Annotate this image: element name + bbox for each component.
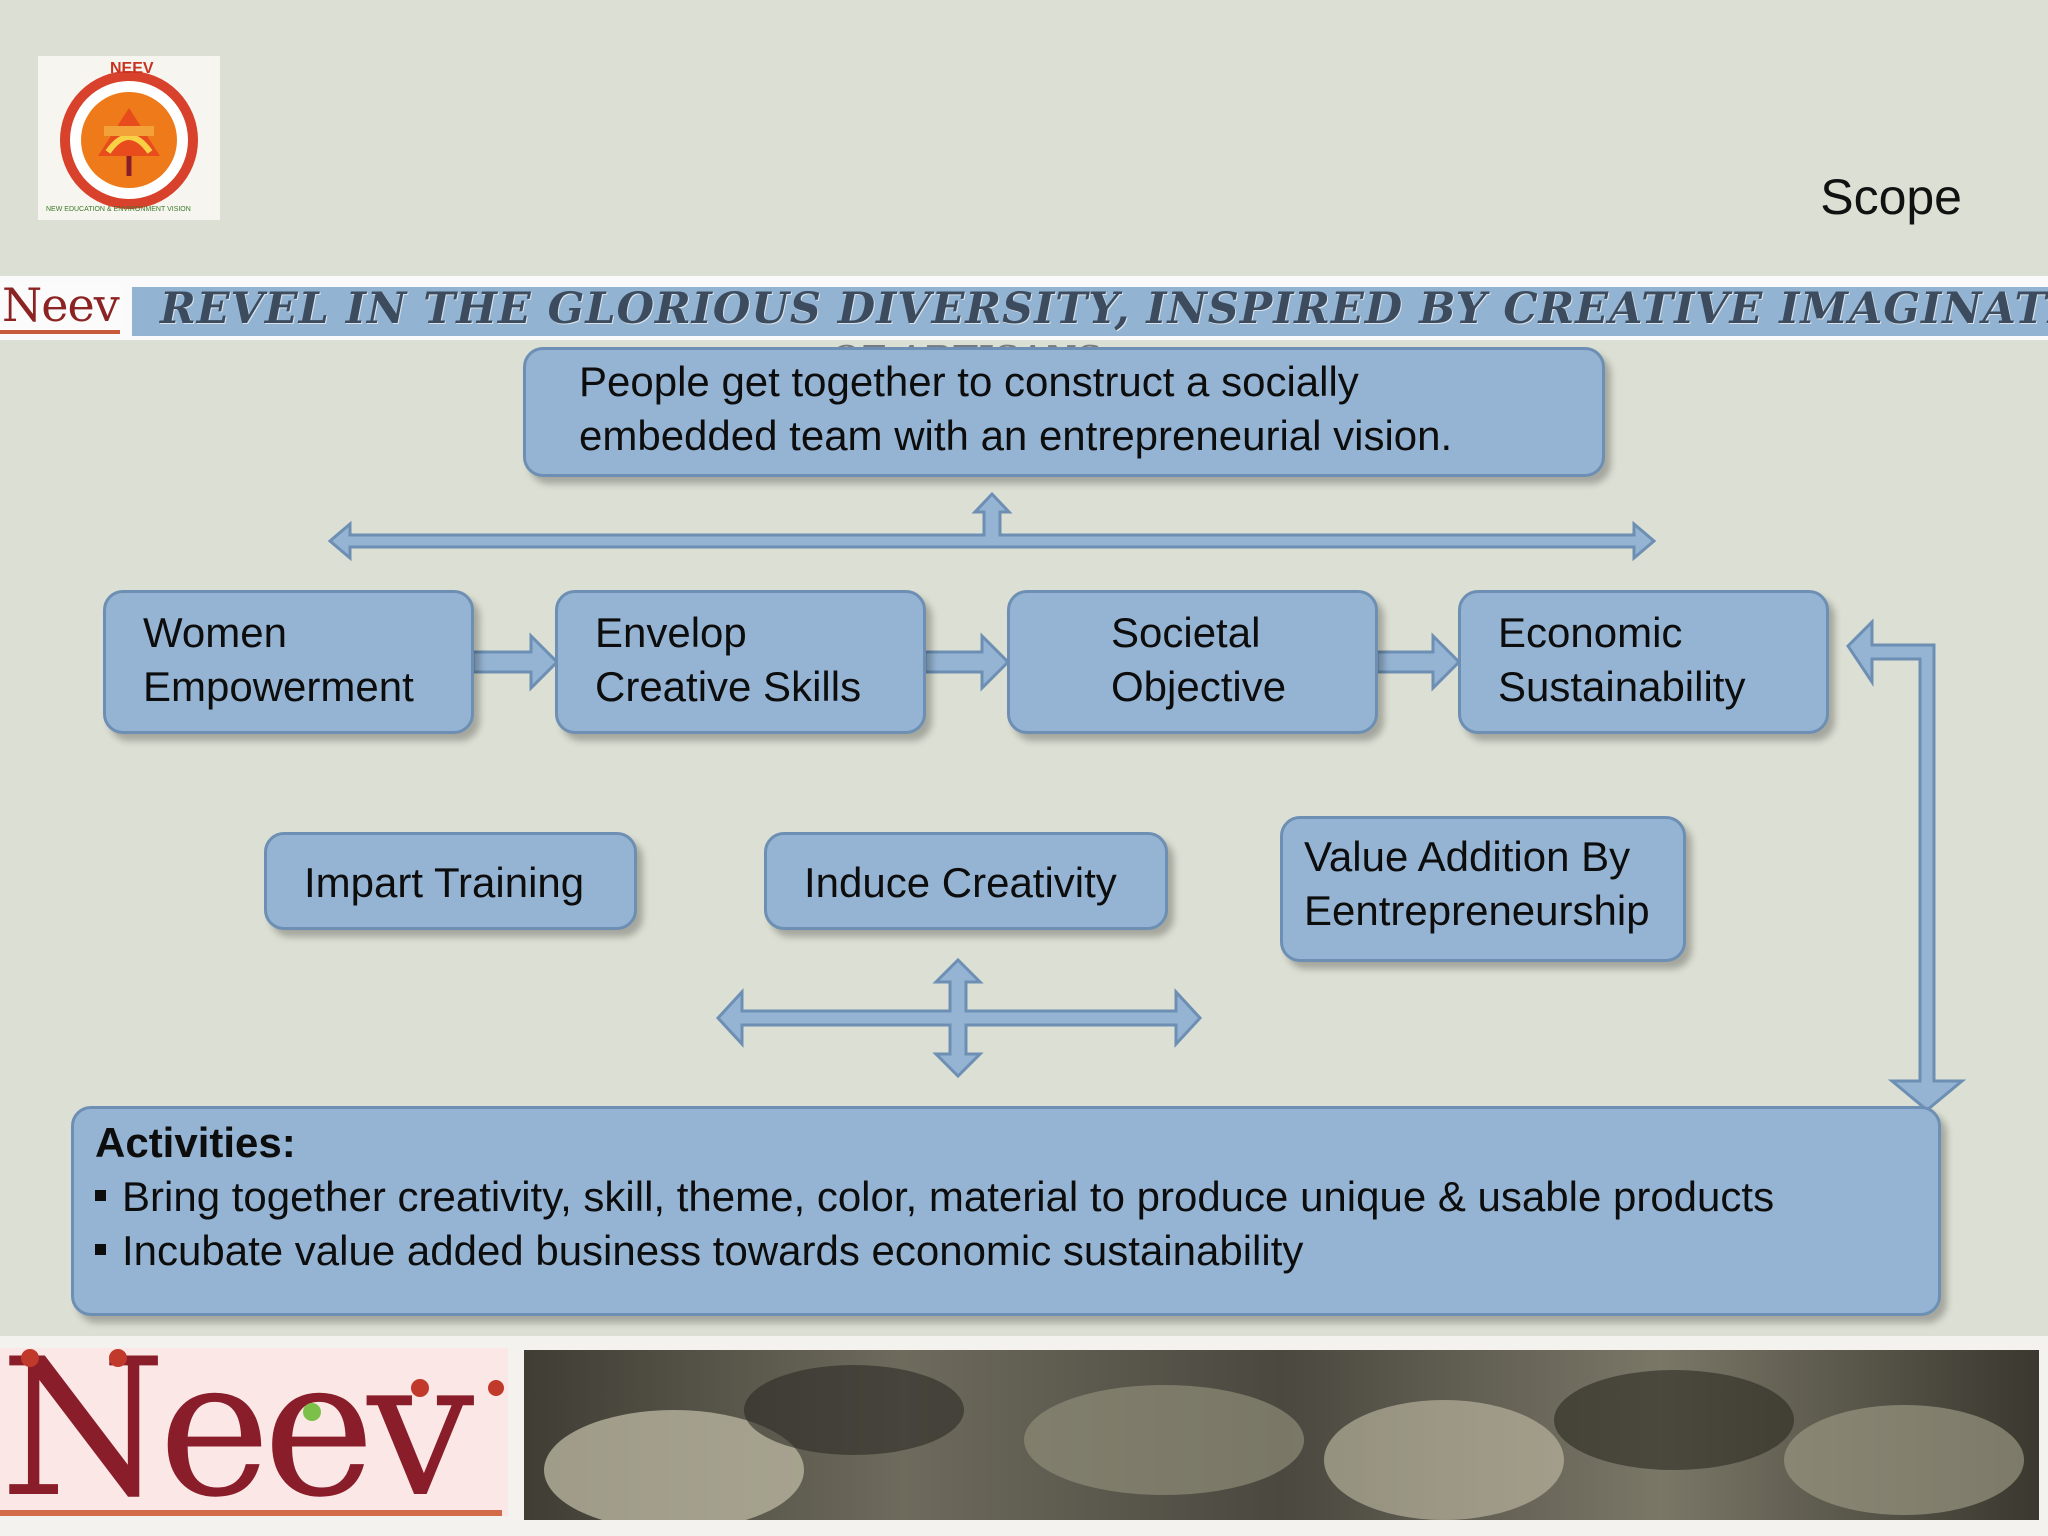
induce-creativity-box: Induce Creativity	[764, 832, 1168, 930]
team-vision-line1: People get together to construct a socia…	[579, 358, 1359, 405]
flow-box-women-empowerment: Women Empowerment	[103, 590, 474, 734]
banner-mini-logo: Neev	[0, 278, 122, 334]
logo-wordmark: NEEV	[110, 60, 154, 77]
flow-box-economic-sustainability: Economic Sustainability	[1458, 590, 1829, 734]
four-way-arrow	[715, 957, 1203, 1079]
activities-bullet-1: Bring together creativity, skill, theme,…	[95, 1169, 1774, 1224]
team-vision-box: People get together to construct a socia…	[523, 347, 1605, 477]
banner-tagline: REVEL IN THE GLORIOUS DIVERSITY, INSPIRE…	[160, 284, 2048, 334]
activities-box: Activities: Bring together creativity, s…	[71, 1106, 1941, 1316]
induce-creativity-label: Induce Creativity	[804, 859, 1117, 906]
banner-bar	[132, 287, 2048, 336]
value-addition-line1: Value Addition By	[1304, 833, 1631, 880]
activities-item-text: Incubate value added business towards ec…	[122, 1227, 1304, 1274]
flow-box-line2: Objective	[1111, 663, 1287, 710]
footer-neev-logo: Neev	[0, 1348, 508, 1516]
footer-neev-wordmark: Neev	[0, 1348, 474, 1516]
banner-mini-logo-text: Neev	[2, 278, 120, 332]
flow-arrow-2	[923, 632, 1011, 692]
impart-training-label: Impart Training	[304, 859, 585, 906]
bullet-icon	[95, 1244, 106, 1256]
team-vision-line2: embedded team with an entrepreneurial vi…	[579, 412, 1453, 459]
banner-mini-underline	[0, 330, 120, 334]
flow-box-line1: Envelop	[595, 609, 747, 656]
page-title: Scope	[1820, 169, 1962, 225]
bullet-icon	[95, 1190, 106, 1202]
footer-neev-underline	[0, 1510, 502, 1516]
flow-box-line2: Empowerment	[143, 663, 414, 710]
flow-box-line1: Societal	[1111, 609, 1261, 656]
activities-heading: Activities:	[95, 1119, 296, 1166]
impart-training-box: Impart Training	[264, 832, 637, 930]
top-double-arrow	[327, 491, 1657, 562]
flow-box-line1: Women	[143, 609, 287, 656]
neev-logo: NEEV NEW EDUCATION & ENVIRONMENT VISION	[38, 56, 220, 220]
flow-arrow-3	[1375, 632, 1462, 692]
flow-box-line2: Creative Skills	[595, 663, 862, 710]
feedback-arrow	[1846, 618, 1967, 1112]
flow-arrow-1	[471, 632, 560, 692]
figure-ornaments	[21, 1349, 504, 1421]
flow-box-line2: Sustainability	[1498, 663, 1746, 710]
flow-box-creative-skills: Envelop Creative Skills	[555, 590, 926, 734]
flow-box-line1: Economic	[1498, 609, 1683, 656]
artisans-photo-strip	[524, 1350, 2039, 1520]
flow-box-societal-objective: Societal Objective	[1007, 590, 1378, 734]
activities-item-text: Bring together creativity, skill, theme,…	[122, 1173, 1775, 1220]
value-addition-box: Value Addition By Eentrepreneurship	[1280, 816, 1686, 962]
activities-bullet-2: Incubate value added business towards ec…	[95, 1223, 1303, 1278]
logo-ring-text: NEW EDUCATION & ENVIRONMENT VISION	[46, 206, 191, 213]
value-addition-line2: Eentrepreneurship	[1304, 887, 1650, 934]
